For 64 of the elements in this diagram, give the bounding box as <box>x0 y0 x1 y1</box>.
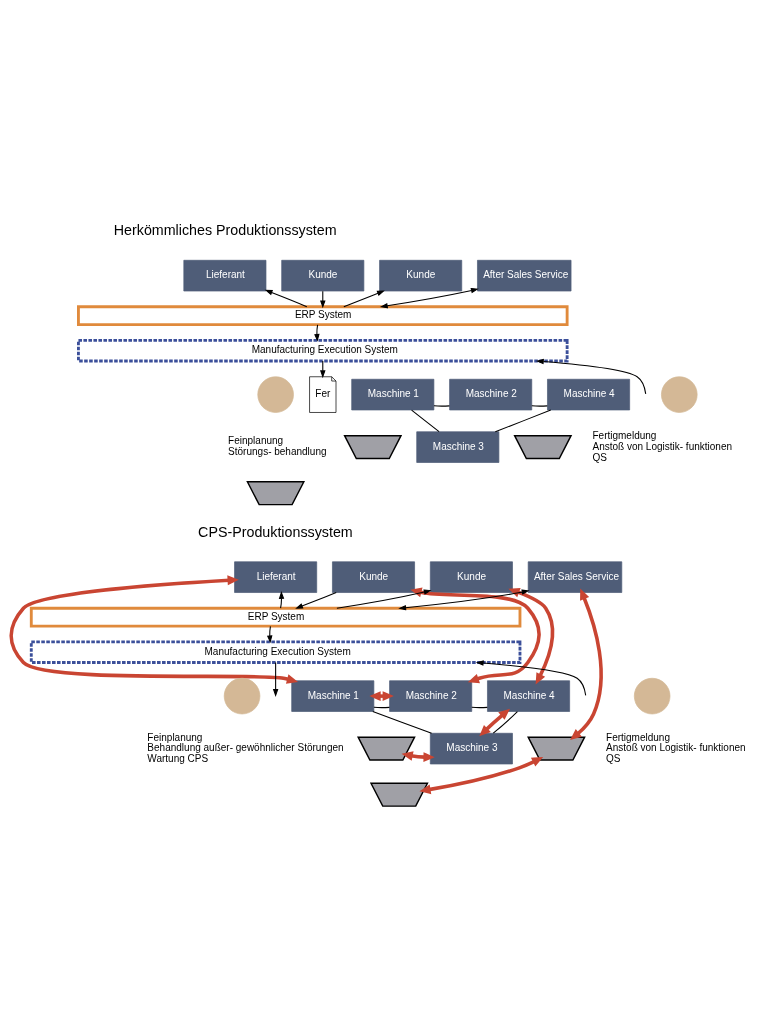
arrow <box>475 659 587 696</box>
node-person <box>257 375 294 413</box>
arrow <box>479 708 511 736</box>
connector <box>411 409 440 432</box>
arrow <box>419 756 544 794</box>
node-person <box>223 677 261 714</box>
connector <box>531 404 548 407</box>
arrow <box>278 590 285 609</box>
arrow <box>320 360 326 378</box>
label: Herkömmliches Produktionssystem <box>113 221 337 238</box>
arrow <box>508 587 555 684</box>
node-box: Maschine 4 <box>547 378 630 410</box>
node-label: Fertigmeldung <box>592 429 657 441</box>
node-bin <box>513 434 573 459</box>
node-bin <box>369 782 429 807</box>
node-box: Maschine 3 <box>429 732 513 764</box>
arrow <box>272 661 279 697</box>
node-box: Kunde <box>379 259 463 291</box>
node-box: Maschine 3 <box>416 430 500 463</box>
node-label: Wartung CPS <box>147 752 209 764</box>
node-bin <box>246 480 306 505</box>
node-box: After Sales Service <box>477 259 572 291</box>
node-box: Kunde <box>429 560 513 593</box>
node-box: Lieferant <box>183 259 267 291</box>
node-box: After Sales Service <box>527 560 623 593</box>
node-box: Maschine 1 <box>291 679 375 712</box>
node-label: Fertigmeldung <box>606 731 670 743</box>
node-label: QS <box>592 450 607 462</box>
connector <box>433 404 450 407</box>
arrow <box>343 289 385 307</box>
arrow <box>314 323 320 342</box>
arrow <box>570 588 603 740</box>
node-box: Maschine 4 <box>487 679 570 712</box>
node-label: Feinplanung <box>228 434 284 446</box>
connector <box>372 710 433 734</box>
node-bin <box>527 736 586 761</box>
node-label: Anstoß von Logistik- funktionen <box>592 440 733 452</box>
node-box: Maschine 2 <box>449 378 533 410</box>
node-label: Störungs- behandlung <box>228 445 327 457</box>
node-box: Kunde <box>281 259 365 291</box>
node-label: QS <box>606 752 621 764</box>
node-person <box>661 375 698 413</box>
arrow <box>336 588 432 609</box>
node-label: Anstoß von Logistik- funktionen <box>606 741 746 753</box>
connector <box>492 710 518 734</box>
node-label: Feinplanung <box>147 731 203 743</box>
arrow <box>379 287 479 308</box>
node-box: Maschine 1 <box>351 378 435 410</box>
arrow <box>535 358 647 394</box>
arrow <box>266 625 273 643</box>
connector <box>494 409 552 432</box>
arrow <box>410 587 541 683</box>
node-label: Behandlung außer- gewöhnlicher Störungen <box>147 741 344 753</box>
arrow <box>398 588 530 610</box>
node-box: Kunde <box>332 560 415 593</box>
arrow <box>320 290 326 308</box>
arrow <box>264 289 308 307</box>
arrow <box>9 574 299 684</box>
node-box: Lieferant <box>234 560 318 593</box>
label: CPS-Produktionssystem <box>198 523 353 540</box>
node-bin <box>343 434 403 459</box>
node-box: Maschine 2 <box>389 679 473 712</box>
arrow <box>295 591 337 609</box>
node-person <box>633 677 671 714</box>
